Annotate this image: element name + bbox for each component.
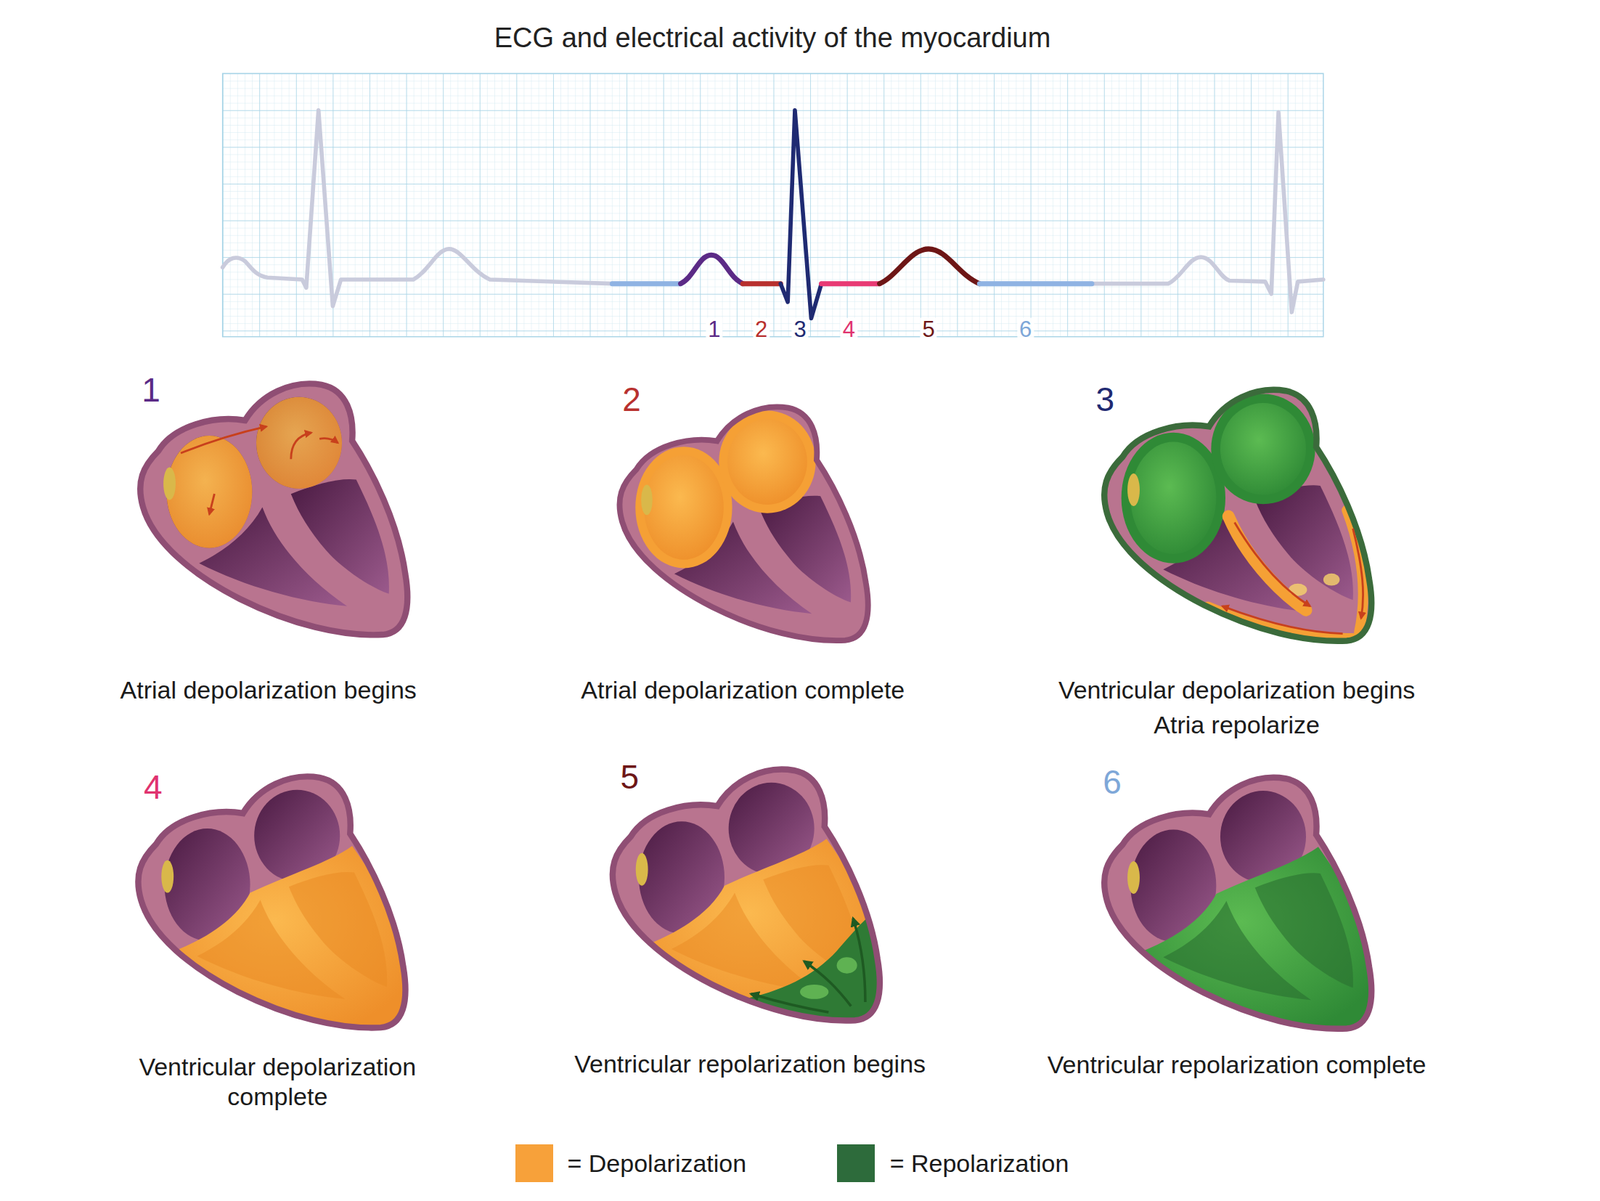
strip-number: 4 <box>840 317 858 342</box>
panel-number: 4 <box>143 768 163 808</box>
strip-number: 1 <box>705 317 723 342</box>
panel-number: 6 <box>1102 762 1122 803</box>
strip-number: 6 <box>1017 317 1034 342</box>
legend-swatch <box>837 1144 875 1182</box>
strip-number: 5 <box>919 317 937 342</box>
panel-caption: Atrial depolarization begins <box>120 675 417 705</box>
panel-caption: Ventricular depolarization complete <box>88 1051 467 1112</box>
legend-text: = Depolarization <box>567 1148 748 1179</box>
title: ECG and electrical activity of the myoca… <box>494 22 1052 56</box>
panel-caption: Ventricular repolarization begins <box>574 1048 926 1079</box>
panel-number: 5 <box>619 757 639 798</box>
panel-number: 2 <box>622 379 642 420</box>
legend-text: = Repolarization <box>890 1148 1070 1179</box>
panel-caption: Ventricular depolarization begins <box>1058 675 1415 705</box>
panel-caption: Ventricular repolarization complete <box>1047 1049 1427 1080</box>
panel-number: 3 <box>1095 379 1115 420</box>
strip-number: 2 <box>752 317 770 342</box>
panel-caption: Atria repolarize <box>1153 709 1320 740</box>
strip-number: 3 <box>791 317 808 342</box>
panel-number: 1 <box>141 370 161 411</box>
legend-swatch <box>515 1144 554 1182</box>
panel-caption: Atrial depolarization complete <box>580 675 905 705</box>
